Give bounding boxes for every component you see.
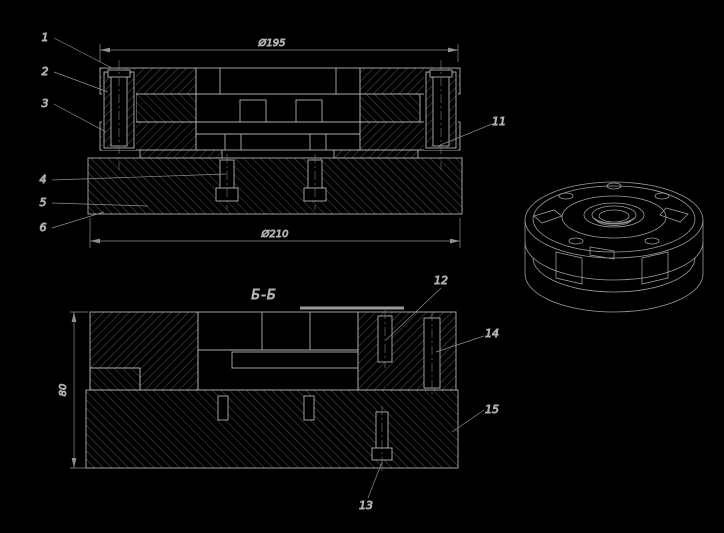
dimension-bottom [89, 218, 461, 248]
stud-right [303, 395, 315, 421]
callout-leaders-section [367, 287, 485, 499]
top-step [561, 195, 667, 239]
cylinder-bottom [524, 273, 704, 313]
dimension-left-lines [70, 311, 88, 469]
callout-11: 11 [492, 115, 506, 128]
face-hole-3 [606, 182, 622, 190]
face-hole-2 [654, 192, 670, 200]
thread-arcs [593, 217, 635, 226]
dimension-left-value: 80 [58, 384, 69, 397]
center-hole-inner [598, 209, 630, 223]
center-hole-thread [591, 205, 637, 225]
base-plate [87, 157, 463, 215]
upper-block-right [357, 311, 457, 391]
insert-left [89, 367, 141, 391]
insert-left-hatch [89, 367, 141, 391]
dimension-bottom-value: Ø210 [261, 228, 289, 240]
dimension-top-value: Ø195 [258, 37, 286, 49]
callout-2: 2 [42, 65, 49, 78]
third-plate-details [196, 133, 360, 150]
face-hole-5 [644, 237, 660, 245]
dimension-bottom-lines [89, 218, 461, 248]
upper-block-window [197, 311, 359, 391]
front-section-view: Ø195 Ø210 1 2 3 4 5 6 11 [39, 31, 506, 248]
stud-left [217, 395, 229, 421]
top-plate-window [195, 67, 361, 95]
die-insert-left [239, 99, 267, 123]
second-plate-left [135, 93, 197, 123]
second-plate-right [359, 93, 421, 123]
side-windows [555, 251, 669, 285]
callout-3: 3 [42, 97, 49, 110]
dimension-top-lines [99, 44, 459, 62]
centerlines [118, 60, 442, 210]
second-plate-window [195, 93, 361, 123]
seat-strip-left [139, 149, 223, 159]
third-plate-window [195, 121, 361, 151]
face-hole-1 [558, 192, 574, 200]
die-insert-right [295, 99, 323, 123]
dimension-top [99, 44, 459, 62]
section-title: Б-Б [251, 288, 277, 303]
callout-15: 15 [485, 403, 499, 416]
callout-leaders-front [51, 37, 493, 229]
top-face-pockets [533, 207, 689, 260]
callout-13: 13 [359, 499, 373, 512]
callout-12: 12 [434, 274, 448, 287]
dimension-left [70, 311, 88, 469]
top-plate-window-details [219, 68, 337, 94]
callout-5: 5 [40, 196, 47, 209]
cylinder-sides [524, 220, 704, 274]
callout-1: 1 [42, 31, 49, 44]
cylinder-bands [524, 241, 704, 293]
callout-14: 14 [485, 327, 499, 340]
center-hole-outer [583, 202, 645, 228]
seat-strip-right [333, 149, 419, 159]
section-bb-view: Б-Б 80 12 14 15 13 [58, 274, 500, 513]
callout-4: 4 [40, 173, 47, 186]
isometric-view [524, 181, 704, 313]
lower-base-plate [85, 389, 459, 469]
center-slot [231, 351, 359, 369]
upper-block-details [198, 312, 358, 351]
top-face-holes [558, 182, 670, 245]
callout-6: 6 [40, 221, 47, 234]
face-hole-4 [568, 237, 584, 245]
